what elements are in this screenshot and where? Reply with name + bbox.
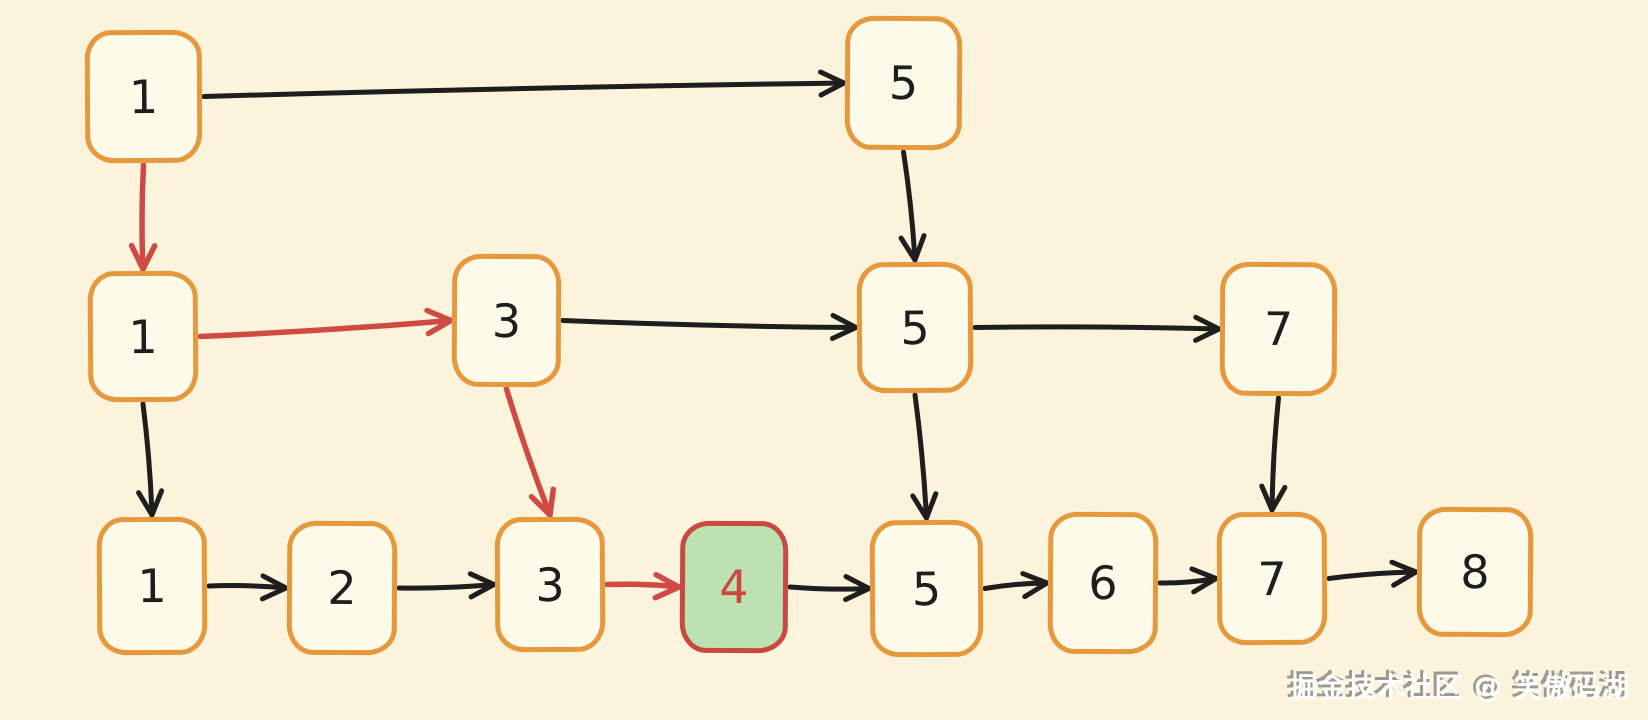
- node-label: 5: [911, 561, 942, 616]
- node-level0-8: 8: [1416, 506, 1534, 638]
- node-label: 4: [719, 559, 749, 615]
- edge-L0-3-to-L0-4-red-arrow: [604, 571, 682, 601]
- edge-L0-2-to-L0-3-black-arrow: [396, 571, 497, 600]
- edge-L1-5-to-L0-5-black-arrow: [910, 392, 939, 521]
- node-label: 1: [128, 69, 159, 124]
- node-label: 6: [1088, 555, 1118, 611]
- edge-L0-4-to-L0-5-black-arrow: [787, 574, 872, 603]
- edge-L0-6-to-L0-7-black-arrow: [1157, 566, 1219, 595]
- node-level0-6: 6: [1047, 511, 1159, 655]
- node-level1-7: 7: [1219, 261, 1338, 397]
- edge-L0-7-to-L0-8-black-arrow: [1326, 559, 1419, 588]
- node-level2-1: 1: [84, 29, 203, 164]
- node-label: 2: [327, 560, 357, 616]
- edge-L1-7-to-L0-7-black-arrow: [1259, 395, 1288, 513]
- node-label: 7: [1257, 551, 1287, 606]
- node-label: 3: [535, 557, 565, 612]
- node-label: 7: [1263, 301, 1294, 357]
- node-level0-1: 1: [96, 516, 208, 656]
- node-level0-7: 7: [1216, 511, 1328, 646]
- edge-L1-1-to-L1-3-red-arrow: [197, 307, 454, 340]
- node-level0-4-highlighted: 4: [679, 520, 789, 654]
- node-label: 3: [491, 293, 522, 348]
- edge-L1-1-to-L0-1-black-arrow: [136, 401, 165, 518]
- node-level0-3: 3: [494, 516, 606, 653]
- node-label: 5: [888, 55, 919, 111]
- edge-L1-5-to-L1-7-black-arrow: [972, 314, 1222, 343]
- edge-L1-3-to-L0-3-red-arrow: [503, 386, 557, 518]
- edge-L0-1-to-L0-2-black-arrow: [206, 573, 289, 602]
- node-level0-5: 5: [869, 519, 984, 658]
- node-level1-5: 5: [856, 261, 974, 394]
- node-level1-3: 3: [451, 253, 562, 388]
- node-level0-2: 2: [286, 520, 398, 656]
- node-label: 1: [137, 558, 167, 614]
- edge-L0-5-to-L0-6-black-arrow: [982, 571, 1050, 600]
- edge-L2-5-to-L1-5-black-arrow: [898, 149, 927, 263]
- node-level2-5: 5: [844, 15, 963, 151]
- node-label: 8: [1460, 544, 1490, 600]
- node-label: 1: [128, 309, 158, 364]
- edge-L2-1-to-L1-1-red-arrow: [128, 162, 158, 272]
- edge-L1-3-to-L1-5-black-arrow: [560, 312, 859, 341]
- node-label: 5: [900, 300, 930, 355]
- node-level1-1: 1: [87, 270, 199, 403]
- watermark-text: 掘金技术社区 @ 笑傲码湖: [1289, 671, 1630, 704]
- edge-L2-1-to-L2-5-black-arrow: [201, 69, 847, 99]
